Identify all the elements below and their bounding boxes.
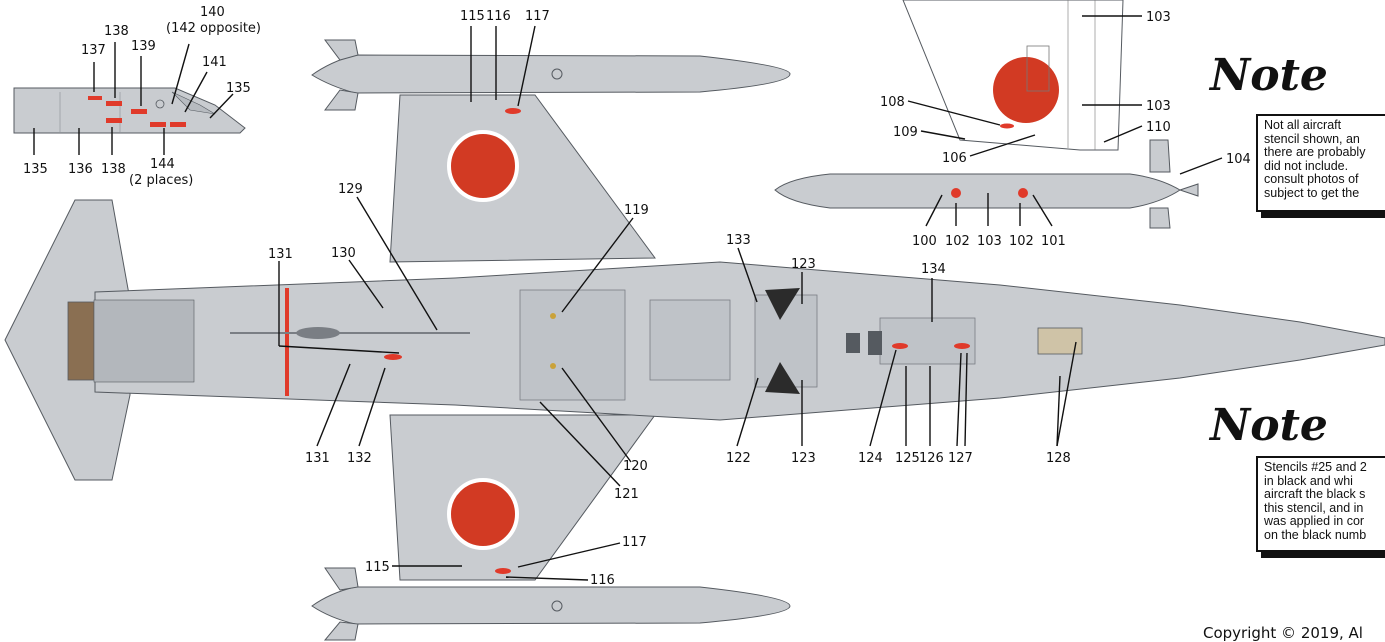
stencil-138-lower bbox=[106, 118, 122, 123]
wing-detail-view: 103 103 110 108 109 106 bbox=[880, 0, 1171, 166]
callout-123-top: 123 bbox=[791, 257, 816, 272]
exhaust-nozzle bbox=[67, 301, 95, 381]
callout-140: 140 bbox=[200, 5, 225, 20]
tip-tank-upper bbox=[311, 54, 791, 94]
callout-120: 120 bbox=[623, 459, 648, 474]
callout-123-bottom: 123 bbox=[791, 451, 816, 466]
callout-103-c: 103 bbox=[977, 234, 1002, 249]
hinomaru-wing-detail bbox=[993, 57, 1059, 123]
stencil-139 bbox=[131, 109, 147, 114]
lower-wing bbox=[389, 414, 656, 581]
note-1-line: did not include. bbox=[1264, 158, 1349, 173]
callout-128: 128 bbox=[1046, 451, 1071, 466]
tip-tank-detail-view: 100 102 103 102 101 104 bbox=[774, 139, 1251, 249]
callout-103-a: 103 bbox=[1146, 10, 1171, 25]
callout-116-top: 116 bbox=[486, 9, 511, 24]
callout-137: 137 bbox=[81, 43, 106, 58]
note-box-1: Not all aircraft stencil shown, an there… bbox=[1256, 114, 1385, 212]
note-1-line: stencil shown, an bbox=[1264, 131, 1360, 146]
copyright-text: Copyright © 2019, Al bbox=[1203, 624, 1363, 642]
tip-tank-lower bbox=[311, 586, 791, 625]
stencil-144-b bbox=[170, 122, 186, 127]
callout-138-bottom: 138 bbox=[101, 162, 126, 177]
callout-141: 141 bbox=[202, 55, 227, 70]
note-title-1: Note bbox=[1210, 50, 1328, 101]
upper-wing bbox=[389, 94, 656, 263]
stencil-138-upper bbox=[106, 101, 122, 106]
note-box-2: Stencils #25 and 2 in black and whi airc… bbox=[1256, 456, 1385, 552]
note-2-line: was applied in cor bbox=[1264, 514, 1365, 528]
callout-102-a: 102 bbox=[945, 234, 970, 249]
note-2-line: in black and whi bbox=[1264, 473, 1353, 488]
fuselage bbox=[94, 261, 1385, 421]
note-title-2: Note bbox=[1210, 400, 1328, 451]
callout-125: 125 bbox=[895, 451, 920, 466]
hinomaru-upper-wing bbox=[447, 130, 519, 202]
callout-138-top: 138 bbox=[104, 24, 129, 39]
callout-130: 130 bbox=[331, 246, 356, 261]
callout-109: 109 bbox=[893, 125, 918, 140]
note-1-line: consult photos of bbox=[1264, 172, 1359, 186]
callout-144-sub: (2 places) bbox=[129, 173, 193, 188]
stencil-144-a bbox=[150, 122, 166, 127]
callout-127: 127 bbox=[948, 451, 973, 466]
callout-115-top: 115 bbox=[460, 9, 485, 24]
callout-110: 110 bbox=[1146, 120, 1171, 135]
callout-133: 133 bbox=[726, 233, 751, 248]
callout-121: 121 bbox=[614, 487, 639, 502]
callout-122: 122 bbox=[726, 451, 751, 466]
stencil-137 bbox=[88, 96, 102, 100]
callout-134: 134 bbox=[921, 262, 946, 277]
note-2-line: on the black numb bbox=[1264, 527, 1367, 542]
note-2-line: Stencils #25 and 2 bbox=[1264, 460, 1367, 474]
callout-101: 101 bbox=[1041, 234, 1066, 249]
callout-116-bottom: 116 bbox=[590, 573, 615, 588]
callout-129: 129 bbox=[338, 182, 363, 197]
callout-115-bottom: 115 bbox=[365, 560, 390, 575]
callout-139: 139 bbox=[131, 39, 156, 54]
callout-108: 108 bbox=[880, 95, 905, 110]
callout-124: 124 bbox=[858, 451, 883, 466]
note-1-line: there are probably bbox=[1264, 145, 1366, 159]
callout-117-bottom: 117 bbox=[622, 535, 647, 550]
callout-131-top: 131 bbox=[268, 247, 293, 262]
note-2-line: aircraft the black s bbox=[1264, 487, 1366, 501]
callout-131-bottom: 131 bbox=[305, 451, 330, 466]
callout-136: 136 bbox=[68, 162, 93, 177]
aircraft-underside-view: 115 116 117 115 117 116 119 120 121 129 … bbox=[4, 9, 1385, 641]
callout-126: 126 bbox=[919, 451, 944, 466]
callout-140-sub: (142 opposite) bbox=[166, 21, 261, 36]
note-2-line: this stencil, and in bbox=[1264, 500, 1364, 515]
callout-119: 119 bbox=[624, 203, 649, 218]
nose-side-view: 137 138 139 140 (142 opposite) 141 135 1… bbox=[13, 5, 261, 188]
callout-102-b: 102 bbox=[1009, 234, 1034, 249]
note-1-line: subject to get the bbox=[1264, 185, 1360, 200]
callout-100: 100 bbox=[912, 234, 937, 249]
callout-135-right: 135 bbox=[226, 81, 251, 96]
callout-104: 104 bbox=[1226, 152, 1251, 167]
callout-106: 106 bbox=[942, 151, 967, 166]
callout-117-top: 117 bbox=[525, 9, 550, 24]
callout-103-b: 103 bbox=[1146, 99, 1171, 114]
callout-132: 132 bbox=[347, 451, 372, 466]
callout-144: 144 bbox=[150, 157, 175, 172]
note-1-line: Not all aircraft bbox=[1264, 118, 1342, 132]
hinomaru-lower-wing bbox=[447, 478, 519, 550]
tail-red-stripe bbox=[285, 288, 289, 396]
callout-135-left: 135 bbox=[23, 162, 48, 177]
